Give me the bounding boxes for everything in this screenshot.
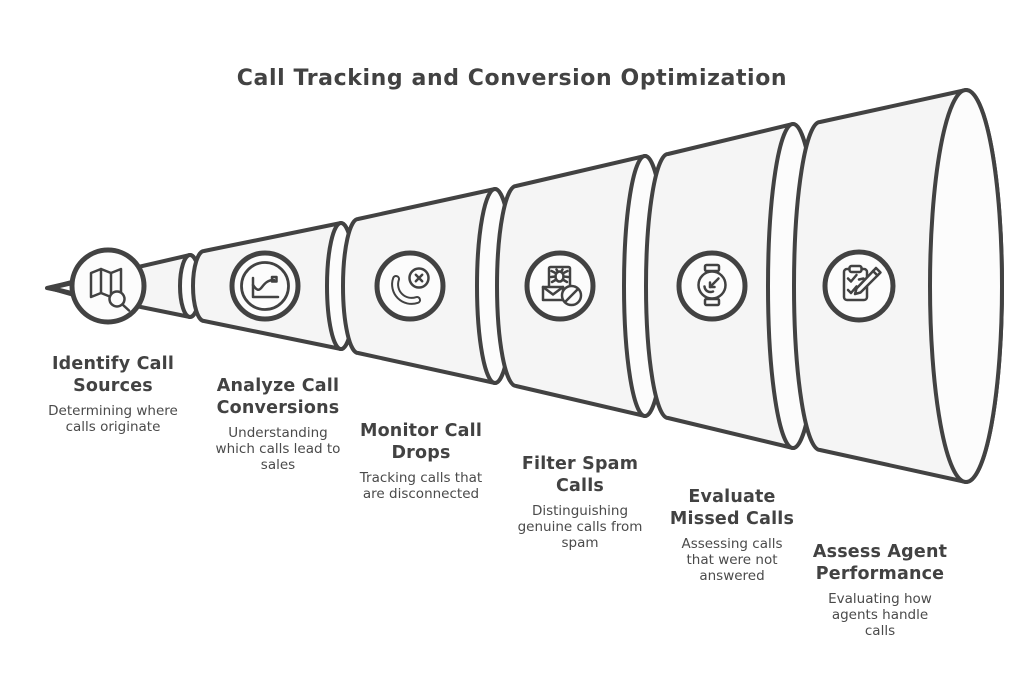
stage-3-label: Monitor Call Drops Tracking calls that a… bbox=[341, 421, 501, 502]
line-chart-icon bbox=[251, 275, 280, 299]
map-search-icon bbox=[89, 267, 131, 312]
agent-performance-icon bbox=[842, 264, 882, 302]
stage-title: Identify Call Sources bbox=[51, 354, 175, 396]
stage-5-label: Evaluate Missed Calls Assessing calls th… bbox=[654, 487, 810, 584]
stage-1-label: Identify Call Sources Determining where … bbox=[33, 354, 193, 435]
stage-1-badge bbox=[69, 247, 147, 325]
stage-description: Understanding which calls lead to sales bbox=[215, 424, 341, 474]
stage-6-label: Assess Agent Performance Evaluating how … bbox=[798, 542, 962, 639]
funnel-segment-cap-6 bbox=[928, 88, 1004, 484]
stage-3-badge bbox=[374, 250, 446, 322]
badge-circle bbox=[69, 247, 147, 325]
badge-inner-ring bbox=[240, 261, 290, 311]
stage-title: Filter Spam Calls bbox=[521, 454, 639, 496]
missed-call-watch-icon bbox=[697, 263, 727, 307]
stage-description: Evaluating how agents handle calls bbox=[828, 590, 932, 640]
stage-6-badge bbox=[822, 249, 896, 323]
badge-circle bbox=[374, 250, 446, 322]
stage-2-label: Analyze Call Conversions Understanding w… bbox=[198, 376, 358, 473]
stage-description: Distinguishing genuine calls from spam bbox=[517, 502, 643, 552]
stage-title: Evaluate Missed Calls bbox=[669, 487, 795, 529]
stage-4-badge bbox=[524, 250, 596, 322]
stage-5-badge bbox=[676, 250, 748, 322]
call-drop-icon bbox=[391, 267, 430, 305]
stage-description: Tracking calls that are disconnected bbox=[359, 469, 483, 502]
stage-title: Analyze Call Conversions bbox=[216, 376, 340, 418]
stage-title: Assess Agent Performance bbox=[812, 542, 948, 584]
stage-2-badge bbox=[229, 250, 301, 322]
stage-description: Determining where calls originate bbox=[48, 402, 178, 435]
stage-title: Monitor Call Drops bbox=[359, 421, 483, 463]
diagram-title: Call Tracking and Conversion Optimizatio… bbox=[236, 66, 788, 91]
stage-4-label: Filter Spam Calls Distinguishing genuine… bbox=[502, 454, 658, 551]
spam-filter-icon bbox=[541, 265, 583, 307]
stage-description: Assessing calls that were not answered bbox=[681, 535, 783, 585]
